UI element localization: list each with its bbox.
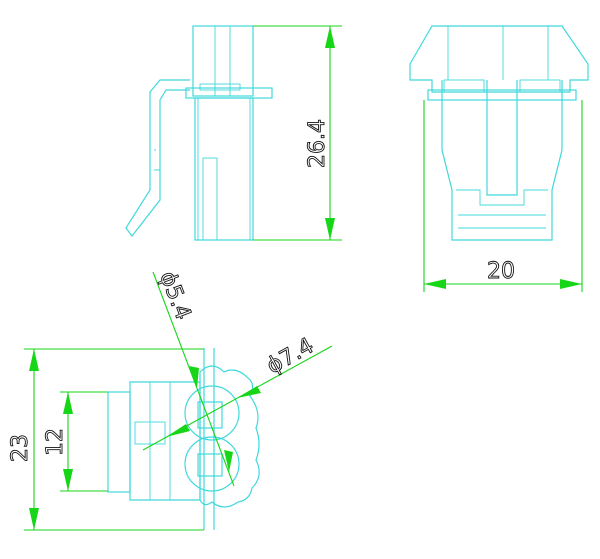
side-view: 26.4 — [125, 25, 342, 241]
dim-label-20: 20 — [487, 259, 515, 284]
side-top-post — [192, 25, 254, 97]
leader-arrow — [224, 450, 233, 472]
side-lever-detail — [154, 149, 160, 171]
bottom-left-tab — [107, 391, 131, 493]
side-body — [194, 97, 254, 241]
dim-label-phi-5-4: ϕ5.4 — [154, 268, 195, 323]
leader-arrow — [166, 424, 190, 437]
dim-arrow-right — [560, 279, 582, 289]
hole-lower — [184, 436, 240, 492]
front-rail — [427, 89, 577, 101]
front-view: 20 — [409, 25, 589, 292]
dim-arrow-down — [63, 469, 73, 491]
front-crown — [409, 25, 589, 93]
square-lower — [197, 453, 223, 477]
front-bottom-step — [456, 189, 548, 206]
dim-arrow-up — [29, 349, 39, 371]
square-upper — [197, 401, 223, 429]
dim-arrow-down — [325, 218, 335, 240]
dim-arrow-left — [424, 279, 446, 289]
bottom-view: 23 12 ϕ5.4 ϕ7.4 — [8, 268, 333, 531]
front-left-tab — [443, 79, 485, 93]
bottom-inner-rect — [134, 421, 166, 445]
dim-arrow-up — [63, 392, 73, 414]
dim-arrow-down — [29, 508, 39, 530]
bottom-lobe-outline — [199, 365, 260, 508]
front-right-tab — [519, 79, 561, 93]
dim-label-23: 23 — [8, 434, 33, 462]
dim-arrow-up — [325, 26, 335, 48]
dim-label-12: 12 — [43, 428, 68, 456]
leader-phi-5-4 — [152, 271, 235, 487]
front-slot — [486, 80, 518, 196]
front-body — [441, 80, 563, 241]
side-lever-arm — [125, 79, 190, 237]
hole-upper — [184, 385, 240, 441]
dim-label-phi-7-4: ϕ7.4 — [263, 333, 318, 379]
dim-label-26-4: 26.4 — [305, 119, 330, 168]
side-window — [202, 157, 218, 241]
leader-arrow — [189, 366, 199, 388]
side-latch-tab — [199, 83, 241, 91]
leader-arrow — [237, 386, 261, 398]
